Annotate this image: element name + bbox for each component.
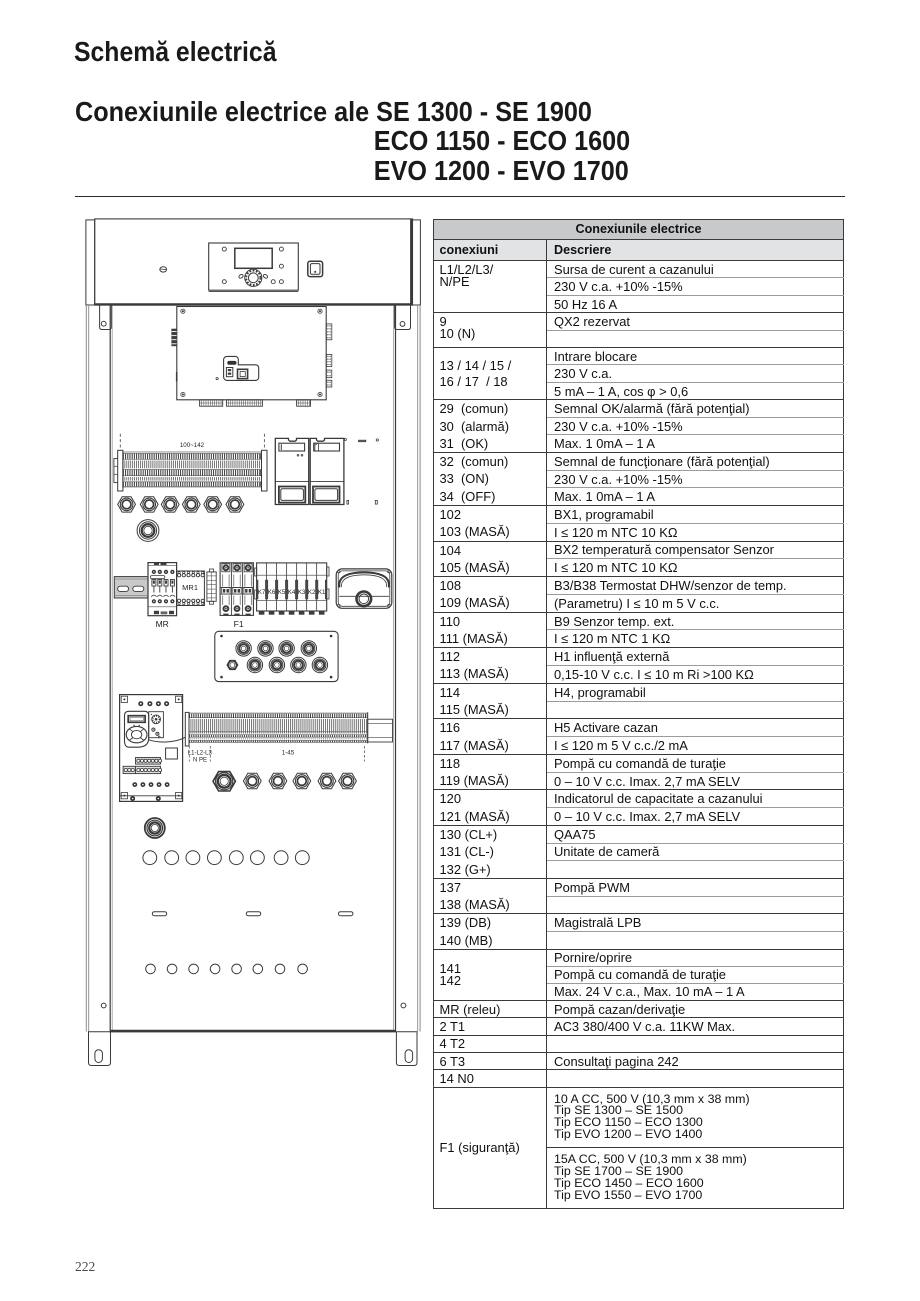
svg-text:K3: K3: [298, 589, 306, 596]
svg-text:K1: K1: [318, 589, 326, 596]
svg-text:MR: MR: [156, 619, 169, 629]
svg-text:L1-L2-L3: L1-L2-L3: [188, 751, 213, 757]
svg-text:100~142: 100~142: [180, 442, 205, 449]
svg-text:F1: F1: [234, 619, 244, 629]
svg-text:N PE: N PE: [193, 757, 207, 763]
svg-text:K4: K4: [288, 589, 296, 596]
svg-text:K2: K2: [308, 589, 316, 596]
svg-text:K6: K6: [268, 589, 276, 596]
svg-text:K7: K7: [258, 589, 266, 596]
svg-text:1-45: 1-45: [282, 750, 295, 757]
svg-text:K5: K5: [278, 589, 286, 596]
svg-text:MR1: MR1: [182, 583, 198, 592]
